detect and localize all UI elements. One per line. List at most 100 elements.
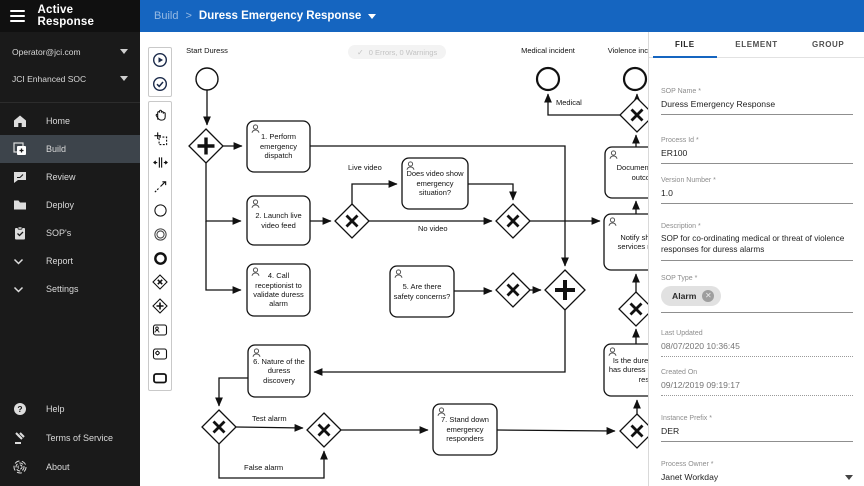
tab-group[interactable]: GROUP — [812, 40, 845, 49]
parallel-gateway[interactable] — [544, 269, 586, 311]
tab-file[interactable]: FILE — [649, 32, 721, 58]
create-intermediate-event-icon[interactable] — [149, 222, 171, 246]
field-process-id: Process Id * ER100 — [661, 137, 853, 164]
create-end-event-icon[interactable] — [149, 246, 171, 270]
play-button[interactable] — [149, 48, 171, 72]
field-last-updated: Last Updated 08/07/2020 10:36:45 — [661, 330, 853, 357]
sidebar-item-review[interactable]: Review — [0, 163, 140, 191]
lasso-tool-icon[interactable] — [149, 126, 171, 150]
field-sop-name: SOP Name * Duress Emergency Response — [661, 88, 853, 115]
instance-prefix-input[interactable]: DER — [661, 426, 853, 442]
sidebar-footer: ? Help Terms of Service About — [0, 394, 140, 481]
task-nature-of-duress[interactable] — [247, 344, 311, 398]
account-org-dropdown[interactable]: JCI Enhanced SOC — [0, 65, 140, 92]
page-title: Duress Emergency Response — [198, 10, 362, 22]
bpmn-canvas[interactable]: ✓ 0 Errors, 0 Warnings — [140, 32, 648, 486]
field-process-owner: Process Owner * Janet Workday — [661, 461, 853, 486]
start-event[interactable] — [195, 67, 219, 91]
version-number-input[interactable]: 1.0 — [661, 188, 853, 204]
user-task-icons — [251, 124, 618, 416]
created-on-value: 09/12/2019 09:19:17 — [661, 380, 853, 396]
last-updated-value: 08/07/2020 10:36:45 — [661, 341, 853, 357]
task-launch-live-video[interactable] — [246, 195, 311, 246]
process-id-input[interactable]: ER100 — [661, 148, 853, 164]
task-document-outcome[interactable] — [604, 146, 648, 199]
parallel-gateway[interactable] — [188, 128, 224, 164]
chevron-down-icon — [120, 49, 128, 54]
clipboard-check-icon — [13, 226, 46, 240]
create-parallel-gateway-icon[interactable] — [149, 294, 171, 318]
task-does-video-show[interactable] — [401, 157, 469, 210]
menu-icon[interactable] — [10, 7, 25, 25]
exclusive-gateway[interactable] — [618, 291, 648, 327]
account-org-label: JCI Enhanced SOC — [12, 73, 87, 84]
chevron-down-icon — [845, 474, 853, 480]
end-event-medical[interactable] — [535, 66, 561, 92]
sidebar-item-sops[interactable]: SOP's — [0, 219, 140, 247]
panel-tabs: FILE ELEMENT GROUP — [649, 32, 864, 58]
app-title: Active Response — [37, 4, 95, 28]
description-input[interactable]: SOP for co-ordinating medical or threat … — [661, 234, 853, 262]
palette-tools — [148, 101, 172, 391]
sop-type-input[interactable]: Alarm ✕ — [661, 286, 853, 313]
exclusive-gateway[interactable] — [334, 203, 370, 239]
exclusive-gateway[interactable] — [619, 413, 648, 449]
chevron-down-icon — [13, 258, 46, 265]
task-is-duress-over[interactable] — [603, 343, 648, 397]
check-icon: ✓ — [357, 47, 364, 57]
account-user-dropdown[interactable]: Operator@jci.com — [0, 38, 140, 65]
sequence-flows[interactable] — [203, 90, 641, 479]
task-stand-down[interactable] — [432, 403, 498, 456]
exclusive-gateway[interactable] — [495, 272, 531, 308]
review-icon — [13, 170, 46, 184]
exclusive-gateway[interactable] — [619, 97, 648, 133]
create-user-task-icon[interactable] — [149, 318, 171, 342]
topbar: Build > Duress Emergency Response — [140, 0, 864, 32]
task-perform-emergency-dispatch[interactable] — [246, 120, 311, 173]
sidebar-item-home[interactable]: Home — [0, 107, 140, 135]
sidebar-item-build[interactable]: Build — [0, 135, 140, 163]
validate-button[interactable] — [149, 72, 171, 96]
create-task-icon[interactable] — [149, 366, 171, 390]
chip-remove-icon[interactable]: ✕ — [702, 290, 715, 302]
task-notify-services-resumed[interactable] — [603, 213, 648, 271]
field-description: Description * SOP for co-ordinating medi… — [661, 223, 853, 262]
create-exclusive-gateway-icon[interactable] — [149, 270, 171, 294]
sop-name-input[interactable]: Duress Emergency Response — [661, 99, 853, 115]
chevron-down-icon[interactable] — [368, 13, 377, 19]
folder-icon — [13, 198, 46, 212]
sidebar-item-help[interactable]: ? Help — [0, 394, 140, 423]
hand-tool-icon[interactable] — [149, 102, 171, 126]
tab-element[interactable]: ELEMENT — [735, 40, 778, 49]
end-event-violence[interactable] — [622, 66, 648, 92]
field-instance-prefix: Instance Prefix * DER — [661, 415, 853, 442]
sidebar-item-about[interactable]: About — [0, 452, 140, 481]
process-owner-select[interactable]: Janet Workday — [661, 472, 853, 486]
exclusive-gateway[interactable] — [306, 412, 342, 448]
account-user-label: Operator@jci.com — [12, 46, 81, 57]
field-version-number: Version Number * 1.0 — [661, 177, 853, 204]
sidebar-nav: Home Build Review Deploy SOP's — [0, 103, 140, 303]
sidebar-item-report[interactable]: Report — [0, 247, 140, 275]
create-service-task-icon[interactable] — [149, 342, 171, 366]
sop-type-chip: Alarm ✕ — [661, 286, 722, 306]
sidebar-item-settings[interactable]: Settings — [0, 275, 140, 303]
home-icon — [13, 114, 46, 128]
bpmn-diagram — [188, 66, 648, 479]
global-connect-tool-icon[interactable] — [149, 174, 171, 198]
breadcrumb[interactable]: Build — [154, 10, 179, 22]
svg-text:?: ? — [17, 404, 22, 414]
exclusive-gateway[interactable] — [201, 409, 237, 445]
exclusive-gateway[interactable] — [495, 203, 531, 239]
space-tool-icon[interactable] — [149, 150, 171, 174]
task-safety-concerns[interactable] — [389, 265, 455, 318]
panel-body: SOP Name * Duress Emergency Response Pro… — [649, 58, 864, 486]
sidebar-item-deploy[interactable]: Deploy — [0, 191, 140, 219]
fingerprint-icon — [13, 460, 46, 474]
sidebar-item-terms[interactable]: Terms of Service — [0, 423, 140, 452]
chevron-down-icon — [13, 286, 46, 293]
create-start-event-icon[interactable] — [149, 198, 171, 222]
field-created-on: Created On 09/12/2019 09:19:17 — [661, 369, 853, 396]
task-call-receptionist[interactable] — [246, 263, 311, 317]
